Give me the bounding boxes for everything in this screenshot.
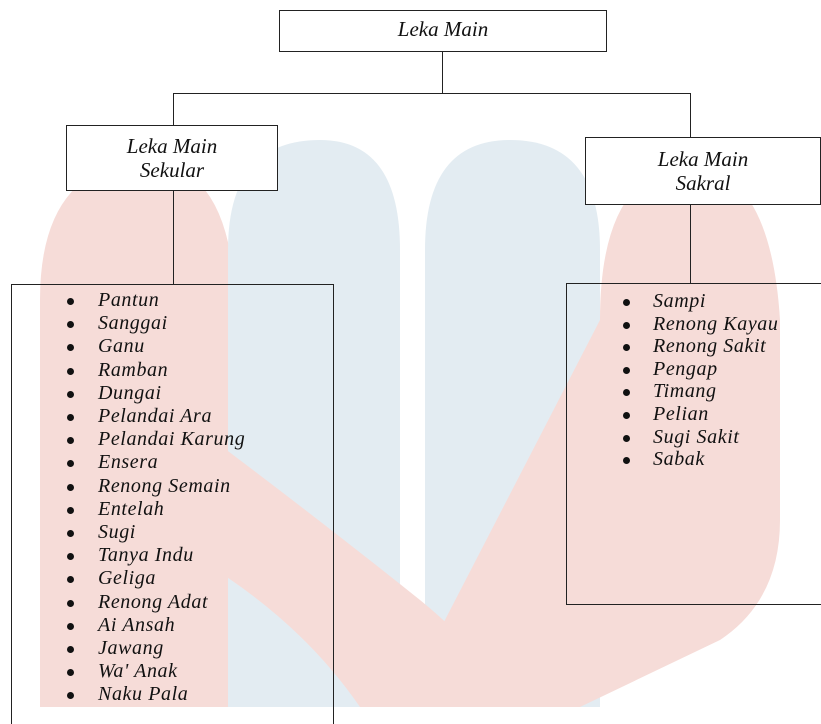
root-node-label: Leka Main: [397, 17, 489, 41]
list-item: Renong Semain: [62, 475, 333, 498]
secular-items-box: Pantun Sanggai Ganu Ramban Dungai Peland…: [11, 284, 334, 724]
list-item-text: Renong Sakit: [653, 335, 767, 358]
watermark-red-shape-right: [400, 164, 780, 707]
list-item: Entelah: [62, 498, 333, 521]
list-item: Renong Kayau: [617, 313, 821, 336]
list-item: Ramban: [62, 359, 333, 382]
list-item: Sanggai: [62, 312, 333, 335]
sacred-node-label-line1: Leka Main: [657, 147, 749, 171]
watermark-red-swoosh: [200, 430, 520, 707]
secular-node: Leka Main Sekular: [66, 125, 278, 191]
list-item: Jawang: [62, 637, 333, 660]
list-item: Naku Pala: [62, 683, 333, 706]
secular-items-list: Pantun Sanggai Ganu Ramban Dungai Peland…: [62, 289, 333, 707]
list-item: Sugi: [62, 521, 333, 544]
list-item: Geliga: [62, 567, 333, 590]
list-item: Ai Ansah: [62, 614, 333, 637]
list-item: Sugi Sakit: [617, 426, 821, 449]
list-item: Pelian: [617, 403, 821, 426]
list-item: Tanya Indu: [62, 544, 333, 567]
secular-node-label-line1: Leka Main: [126, 134, 218, 158]
sacred-items-box: Sampi Renong Kayau Renong Sakit Pengap T…: [566, 283, 821, 605]
list-item: Ensera: [62, 451, 333, 474]
list-item: Dungai: [62, 382, 333, 405]
connector-right-down: [690, 93, 692, 137]
list-item: Wa' Anak: [62, 660, 333, 683]
secular-node-label-line2: Sekular: [139, 158, 205, 182]
list-item: Sabak: [617, 448, 821, 471]
connector-root-down: [442, 52, 444, 93]
list-item: Ganu: [62, 335, 333, 358]
list-item: Renong Sakit: [617, 335, 821, 358]
list-item: Renong Adat: [62, 591, 333, 614]
connector-left-to-list: [173, 190, 175, 284]
list-item: Timang: [617, 380, 821, 403]
sacred-node-label-line2: Sakral: [675, 171, 731, 195]
list-item: Pengap: [617, 358, 821, 381]
connector-horizontal: [173, 93, 691, 95]
connector-left-down: [173, 93, 175, 125]
connector-right-to-list: [690, 205, 692, 283]
root-node: Leka Main: [279, 10, 607, 52]
sacred-node: Leka Main Sakral: [585, 137, 821, 205]
list-item: Pelandai Ara: [62, 405, 333, 428]
list-item: Sampi: [617, 290, 821, 313]
list-item: Pantun: [62, 289, 333, 312]
list-item: Pelandai Karung: [62, 428, 333, 451]
sacred-items-list: Sampi Renong Kayau Renong Sakit Pengap T…: [617, 290, 821, 471]
watermark-graphic: [40, 140, 780, 707]
list-item-text: Renong Kayau: [653, 312, 779, 335]
watermark-red-shape-left: [40, 160, 235, 707]
